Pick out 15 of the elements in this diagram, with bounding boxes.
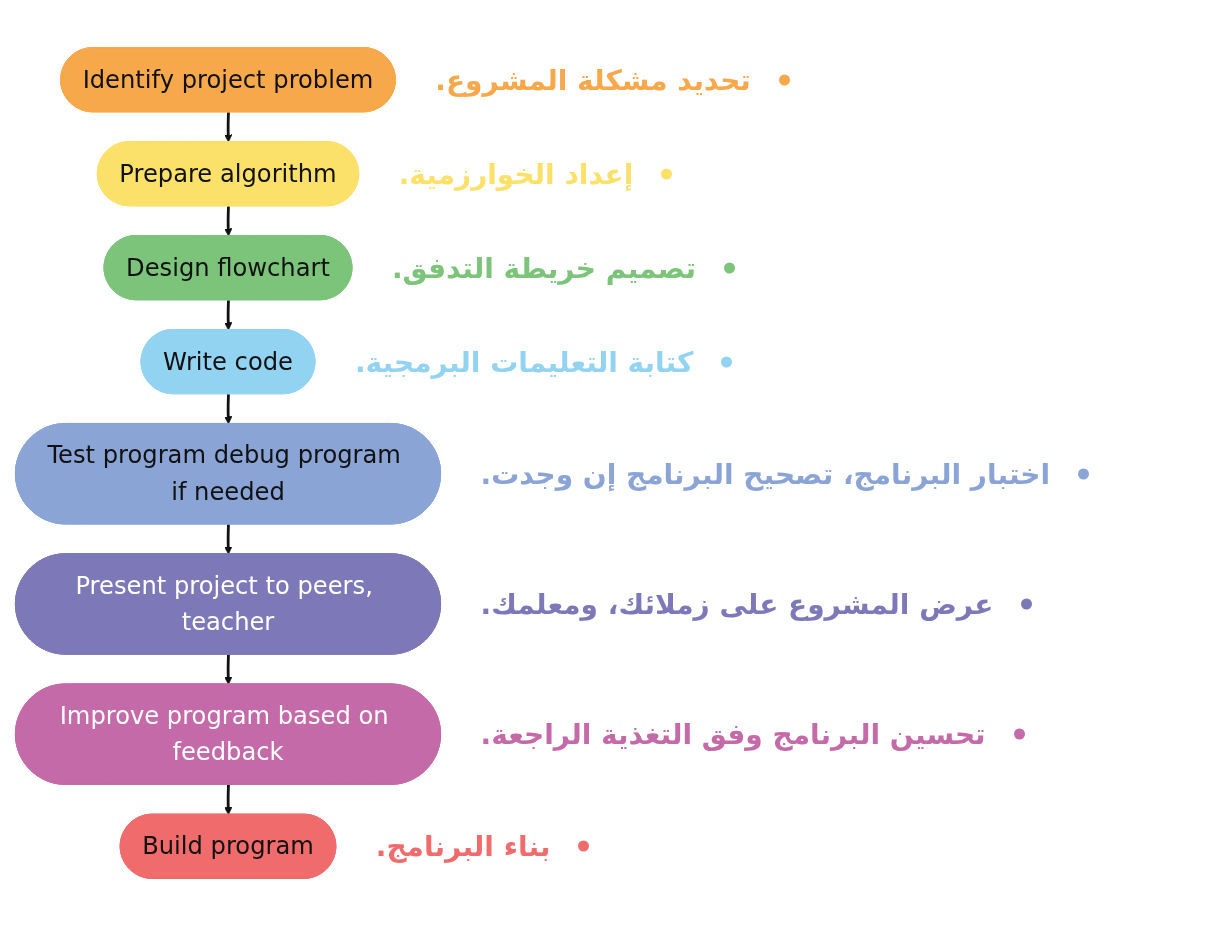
- arrow: [224, 300, 233, 331]
- translation-text: عرض المشروع على زملائك، ومعلمك.: [480, 587, 994, 621]
- arrow: [224, 784, 233, 816]
- translation-text: اختبار البرنامج، تصحيح البرنامج إن وجدت.: [480, 457, 1051, 491]
- translation-text: تحسين البرنامج وفق التغذية الراجعة.: [480, 717, 986, 751]
- translation-text: كتابة التعليمات البرمجية.: [354, 345, 694, 379]
- translation-text: بناء البرنامج.: [375, 829, 551, 863]
- arrow: [224, 206, 233, 237]
- arrow: [224, 394, 233, 425]
- translation-text: إعداد الخوارزمية.: [398, 157, 634, 191]
- arrow: [224, 524, 233, 555]
- translation-text: تحديد مشكلة المشروع.: [435, 63, 751, 97]
- translation-text: تصميم خريطة التدفق.: [391, 251, 696, 285]
- arrow: [224, 654, 233, 685]
- arrow: [224, 112, 233, 143]
